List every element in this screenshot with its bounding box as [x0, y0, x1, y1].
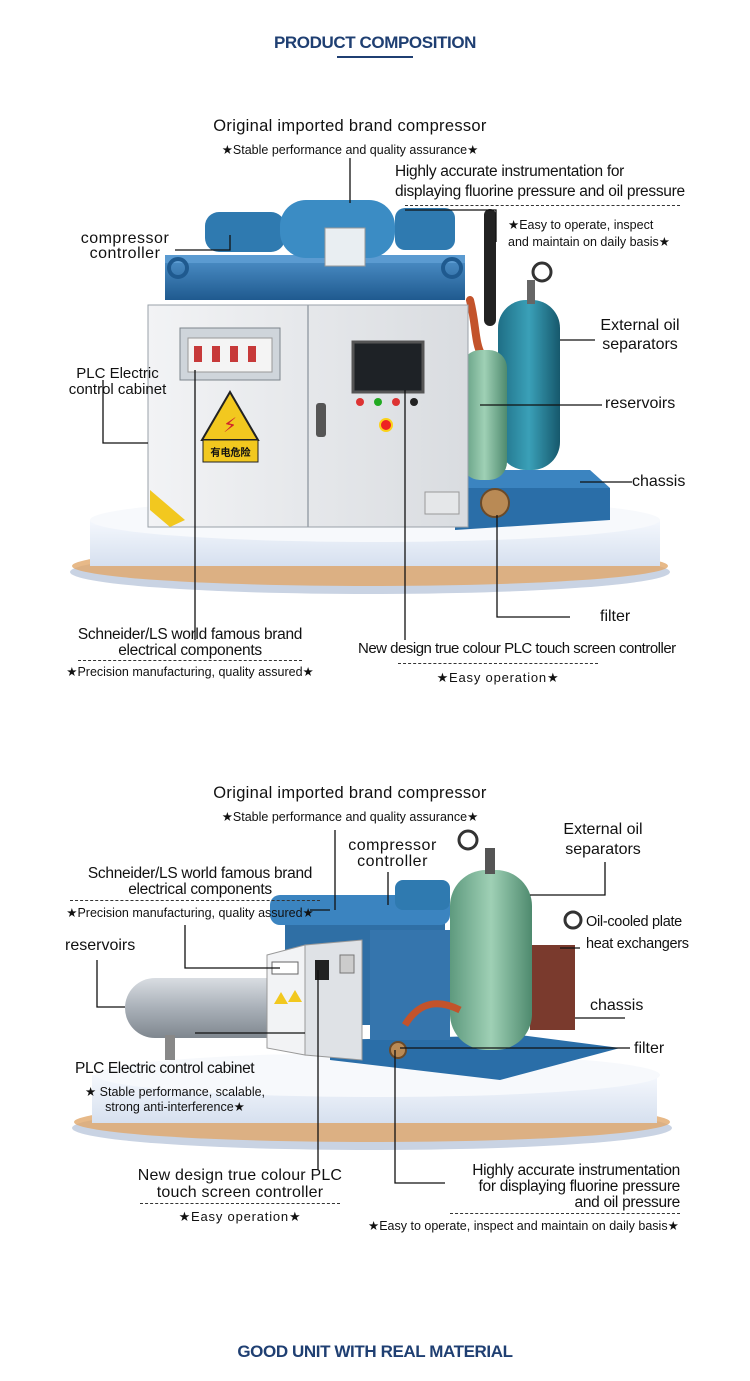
label-controller-2-line1: compressor: [348, 837, 437, 854]
compressor-body-1: [205, 200, 455, 267]
note-touch-screen-2: ★Easy operation★: [178, 1209, 302, 1224]
electric-cabinet-2: [266, 939, 363, 1061]
label-plc-cabinet-1-line1: PLC Electric: [76, 365, 159, 382]
label-instrumentation-2-line1: Highly accurate instrumentation: [472, 1162, 680, 1179]
leader-lines-2: [96, 830, 630, 1184]
note-plc-cabinet-2-line1: ★ Stable performance, scalable,: [84, 1085, 266, 1099]
divider-schneider-1: [78, 660, 302, 661]
label-filter-1: filter: [600, 608, 631, 625]
label-controller-1-line1: compressor: [80, 230, 170, 247]
label-plate-heat-exchanger-line1: Oil-cooled plate: [586, 914, 682, 930]
divider-instrumentation-1: [405, 205, 680, 206]
label-plc-cabinet-2: PLC Electric control cabinet: [75, 1060, 255, 1077]
svg-text:⚡: ⚡: [223, 413, 237, 437]
section-heading-product-composition: PRODUCT COMPOSITION: [273, 33, 477, 52]
warning-sign-text: 有电危险: [210, 448, 251, 459]
compressor-frame-1: [165, 255, 465, 300]
reservoir-tank-1: [462, 350, 507, 480]
label-oil-separator-1-line2: separators: [602, 336, 678, 353]
label-oil-separator-1-line1: External oil: [600, 317, 680, 334]
divider-schneider-2: [70, 900, 320, 901]
label-plc-cabinet-1-line2: control cabinet: [68, 381, 167, 398]
label-oil-separator-2-line1: External oil: [563, 821, 643, 838]
label-compressor-1: Original imported brand compressor: [213, 117, 487, 135]
note-compressor-1: ★Stable performance and quality assuranc…: [221, 143, 479, 157]
filter-2: [389, 1041, 407, 1059]
label-oil-separator-2-line2: separators: [565, 841, 641, 858]
label-touch-screen-1: New design true colour PLC touch screen …: [358, 640, 676, 657]
heading-underline: [337, 56, 413, 58]
divider-touch-screen-2: [140, 1203, 340, 1204]
note-schneider-1: ★Precision manufacturing, quality assure…: [66, 665, 314, 679]
label-instrumentation-2-line2: for displaying fluorine pressure: [478, 1178, 681, 1195]
note-instrumentation-1-line2: and maintain on daily basis★: [508, 235, 670, 249]
label-schneider-2-line2: electrical components: [128, 881, 272, 898]
label-controller-2-line2: controller: [357, 853, 428, 870]
section-heading-good-unit: GOOD UNIT WITH REAL MATERIAL: [237, 1342, 513, 1361]
heat-exchanger-2: [530, 910, 583, 1030]
electric-cabinet-1: ⚡: [147, 304, 469, 528]
label-chassis-1: chassis: [632, 473, 686, 490]
note-schneider-2: ★Precision manufacturing, quality assure…: [66, 906, 314, 920]
label-instrumentation-2-line3: and oil pressure: [574, 1194, 681, 1211]
label-touch-screen-2-line1: New design true colour PLC: [137, 1167, 343, 1184]
divider-touch-screen-1: [398, 663, 598, 664]
oil-separator-tank-2: [401, 829, 532, 1050]
label-schneider-2-line1: Schneider/LS world famous brand: [87, 865, 313, 882]
label-chassis-2: chassis: [590, 997, 644, 1014]
divider-instrumentation-2: [450, 1213, 680, 1214]
label-schneider-1-line2: electrical components: [118, 642, 262, 659]
label-reservoirs-1: reservoirs: [605, 395, 676, 412]
leader-lines-1: [102, 158, 632, 640]
label-touch-screen-2-line2: touch screen controller: [156, 1184, 324, 1201]
label-controller-1-line2: controller: [89, 245, 161, 262]
note-touch-screen-1: ★Easy operation★: [436, 670, 560, 685]
label-filter-2: filter: [634, 1040, 665, 1057]
filter-1: [480, 488, 510, 518]
note-compressor-2: ★Stable performance and quality assuranc…: [221, 810, 479, 824]
note-plc-cabinet-2-line2: strong anti-interference★: [105, 1100, 245, 1114]
label-plate-heat-exchanger-line2: heat exchangers: [586, 936, 689, 952]
label-instrumentation-1-line1: Highly accurate instrumentation for: [395, 163, 625, 180]
label-reservoirs-2: reservoirs: [65, 937, 136, 954]
oil-separator-tank-1: [498, 261, 560, 470]
reservoir-tank-2: [125, 978, 305, 1060]
label-schneider-1-line1: Schneider/LS world famous brand: [77, 626, 303, 643]
note-instrumentation-1-line1: ★Easy to operate, inspect: [508, 218, 654, 232]
label-instrumentation-1-line2: displaying fluorine pressure and oil pre…: [395, 183, 685, 200]
note-instrumentation-2: ★Easy to operate, inspect and maintain o…: [368, 1219, 679, 1233]
label-compressor-2: Original imported brand compressor: [213, 784, 487, 802]
